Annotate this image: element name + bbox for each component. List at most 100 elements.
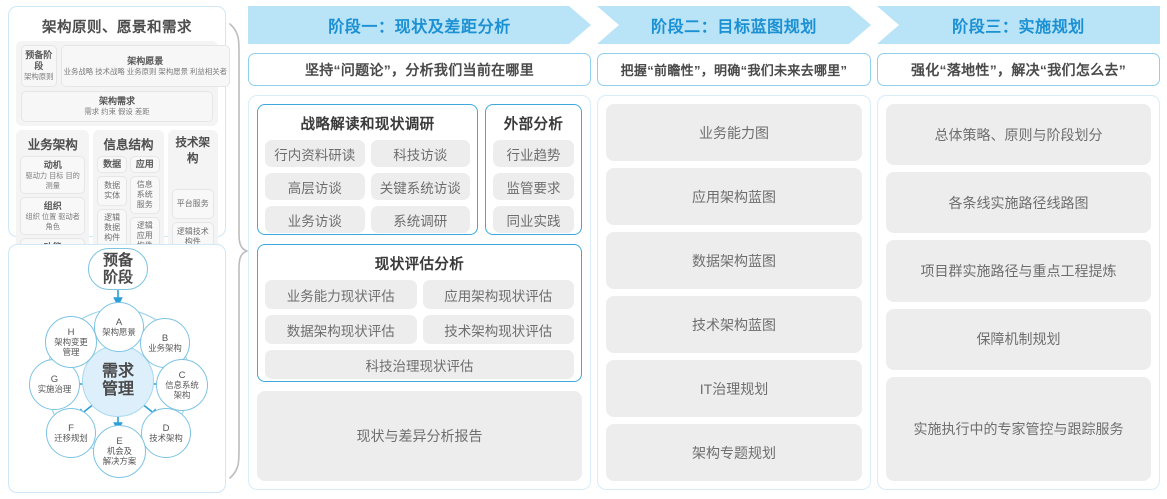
adm-node-f-letter: F <box>68 422 74 434</box>
business-organization-head: 组织 <box>43 201 62 211</box>
framework-title: 架构原则、愿景和需求 <box>42 20 192 36</box>
chip-internal-material-study[interactable]: 行内资料研读 <box>265 140 365 167</box>
data-head-label: 数据 <box>103 159 122 169</box>
item-it-governance-plan[interactable]: IT治理规划 <box>606 360 862 417</box>
chip-business-interview[interactable]: 业务访谈 <box>265 206 365 233</box>
platform-service-box: 平台服务 <box>171 189 214 219</box>
phase-2-banner: 阶段二：目标蓝图规划 <box>597 6 871 44</box>
chip-executive-interview[interactable]: 高层访谈 <box>265 173 365 200</box>
phase-3-body: 总体策略、原则与阶段划分 各条线实施路径线路图 项目群实施路径与重点工程提炼 保… <box>877 95 1160 490</box>
adm-cycle: 预备 阶段 需求 管理 A 架构愿景 B 业务架构 C 信息系统架构 <box>9 245 227 494</box>
adm-node-a-letter: A <box>115 316 123 328</box>
external-analysis-title: 外部分析 <box>503 117 564 133</box>
framework-vision-section: 预备阶段 架构原则 架构愿景 业务战略 技术战略 业务原则 架构愿景 利益相关者… <box>16 41 230 126</box>
adm-node-h-letter: H <box>67 326 75 338</box>
adm-center-requirements-management: 需求 管理 <box>82 345 154 417</box>
item-business-capability-map[interactable]: 业务能力图 <box>606 104 862 161</box>
togaf-content-framework-panel: 架构原则、愿景和需求 预备阶段 架构原则 架构愿景 业务战略 技术战略 业务原则… <box>8 6 230 352</box>
phases-container: 阶段一：现状及差距分析 坚持“问题论”，分析我们当前在哪里 战略解读和现状调研 … <box>248 6 1160 493</box>
domain-business-title: 业务架构 <box>27 138 78 152</box>
adm-node-a: A 架构愿景 <box>94 302 144 352</box>
strategy-research-card-wrap: 战略解读和现状调研 行内资料研读 科技访谈 高层访谈 关键系统访谈 业务访谈 系… <box>257 104 478 235</box>
chip-application-arch-assessment[interactable]: 应用架构现状评估 <box>422 280 574 309</box>
current-state-assessment-card: 现状评估分析 业务能力现状评估 应用架构现状评估 数据架构现状评估 技术架构现状… <box>257 244 582 382</box>
business-motivation-box: 动机 驱动力 目标 目的 测量 <box>20 156 86 194</box>
business-motivation-sub: 驱动力 目标 目的 测量 <box>25 171 80 190</box>
adm-node-f-label: 迁移规划 <box>54 432 88 443</box>
data-entity-box: 数据实体 <box>97 176 127 206</box>
left-column: 架构原则、愿景和需求 预备阶段 架构原则 架构愿景 业务战略 技术战略 业务原则… <box>8 6 230 493</box>
data-head-box: 数据 <box>97 156 127 173</box>
phase-1-banner: 阶段一：现状及差距分析 <box>248 6 591 44</box>
adm-node-e-label: 机会及解决方案 <box>102 446 137 466</box>
chip-data-arch-assessment[interactable]: 数据架构现状评估 <box>265 315 417 344</box>
item-application-arch-blueprint[interactable]: 应用架构蓝图 <box>606 168 862 225</box>
domain-technology-title: 技术架构 <box>175 137 211 165</box>
brace-connector <box>229 23 248 479</box>
architecture-vision-cell: 架构愿景 业务战略 技术战略 业务原则 架构愿景 利益相关者 <box>60 45 230 87</box>
domain-information-title: 信息结构 <box>103 138 154 152</box>
adm-node-h-label: 架构变更管理 <box>54 336 88 357</box>
chip-key-system-interview[interactable]: 关键系统访谈 <box>370 173 470 200</box>
strategy-research-chips: 行内资料研读 科技访谈 高层访谈 关键系统访谈 业务访谈 系统调研 <box>265 140 470 233</box>
chip-it-governance-assessment[interactable]: 科技治理现状评估 <box>265 350 574 379</box>
adm-node-g-letter: G <box>50 374 59 386</box>
external-analysis-chips: 行业趋势 监管要求 同业实践 <box>493 140 574 233</box>
architecture-requirements-head: 架构需求 <box>98 96 135 106</box>
business-organization-box: 组织 组织 位置 驱动者 角色 <box>20 197 86 235</box>
adm-node-b-label: 业务架构 <box>148 342 182 353</box>
business-motivation-head: 动机 <box>43 160 62 170</box>
adm-cycle-panel: 预备 阶段 需求 管理 A 架构愿景 B 业务架构 C 信息系统架构 <box>8 244 226 493</box>
phase-1-body: 战略解读和现状调研 行内资料研读 科技访谈 高层访谈 关键系统访谈 业务访谈 系… <box>248 95 591 490</box>
strategy-research-title: 战略解读和现状调研 <box>300 117 435 133</box>
phase-1-top-row: 战略解读和现状调研 行内资料研读 科技访谈 高层访谈 关键系统访谈 业务访谈 系… <box>257 104 582 235</box>
business-organization-sub: 组织 位置 驱动者 角色 <box>25 212 80 231</box>
chip-tech-interview[interactable]: 科技访谈 <box>370 140 470 167</box>
adm-node-prep-l2: 阶段 <box>102 269 133 286</box>
item-tech-arch-blueprint[interactable]: 技术架构蓝图 <box>606 296 862 353</box>
architecture-requirements-cell: 架构需求 需求 约束 假设 差距 <box>21 91 213 122</box>
adm-node-d-label: 技术架构 <box>149 432 183 443</box>
chip-business-capability-assessment[interactable]: 业务能力现状评估 <box>265 280 417 309</box>
chip-system-research[interactable]: 系统调研 <box>370 206 470 233</box>
phase-2-subtitle: 把握“前瞻性”，明确“我们未来去哪里” <box>597 53 871 86</box>
item-program-path[interactable]: 项目群实施路径与重点工程提炼 <box>886 240 1151 302</box>
external-analysis-card: 外部分析 行业趋势 监管要求 同业实践 <box>485 104 582 235</box>
item-assurance-mechanism[interactable]: 保障机制规划 <box>886 308 1151 370</box>
chip-regulatory-requirement[interactable]: 监管要求 <box>493 173 574 200</box>
phase-1-subtitle: 坚持“问题论”，分析我们当前在哪里 <box>248 53 591 86</box>
strategy-research-card: 战略解读和现状调研 行内资料研读 科技访谈 高层访谈 关键系统访谈 业务访谈 系… <box>257 104 478 235</box>
external-analysis-card-wrap: 外部分析 行业趋势 监管要求 同业实践 <box>485 104 582 235</box>
current-state-assessment-title: 现状评估分析 <box>374 257 465 273</box>
item-expert-control-tracking[interactable]: 实施执行中的专家管控与跟踪服务 <box>886 376 1151 482</box>
phase-2: 阶段二：目标蓝图规划 把握“前瞻性”，明确“我们未来去哪里” 业务能力图 应用架… <box>597 6 871 493</box>
chip-industry-trend[interactable]: 行业趋势 <box>493 140 574 167</box>
adm-node-f: F 迁移规划 <box>46 408 96 458</box>
adm-node-h: H 架构变更管理 <box>45 316 97 368</box>
adm-node-c-letter: C <box>178 369 186 381</box>
adm-node-c-label: 信息系统架构 <box>165 379 199 400</box>
logical-data-component-box: 逻辑数据构件 <box>97 209 127 247</box>
phase-2-body: 业务能力图 应用架构蓝图 数据架构蓝图 技术架构蓝图 IT治理规划 架构专题规划 <box>597 95 871 490</box>
item-line-roadmap[interactable]: 各条线实施路径线路图 <box>886 172 1151 234</box>
prep-phase-head: 预备阶段 <box>25 50 53 71</box>
gap-analysis-report[interactable]: 现状与差异分析报告 <box>257 391 582 481</box>
item-arch-topic-plan[interactable]: 架构专题规划 <box>606 424 862 481</box>
adm-node-e: E 机会及解决方案 <box>93 425 146 478</box>
current-state-assessment-chips: 业务能力现状评估 应用架构现状评估 数据架构现状评估 技术架构现状评估 <box>265 280 574 344</box>
application-head-box: 应用 <box>129 156 160 173</box>
adm-node-prep: 预备 阶段 <box>88 248 148 290</box>
architecture-requirements-sub: 需求 约束 假设 差距 <box>84 107 150 116</box>
phase-3-banner: 阶段三：实施规划 <box>877 6 1160 44</box>
adm-node-g-label: 实施治理 <box>37 384 72 395</box>
adm-node-e-letter: E <box>116 436 123 448</box>
item-data-arch-blueprint[interactable]: 数据架构蓝图 <box>606 232 862 289</box>
adm-center-l2: 管理 <box>101 381 134 398</box>
architecture-vision-sub: 业务战略 技术战略 业务原则 架构愿景 利益相关者 <box>63 66 227 76</box>
chip-peer-practice[interactable]: 同业实践 <box>493 206 574 233</box>
prep-phase-sub: 架构原则 <box>24 72 54 81</box>
chip-tech-arch-assessment[interactable]: 技术架构现状评估 <box>422 315 574 344</box>
phase-3-subtitle: 强化“落地性”，解决“我们怎么去” <box>877 53 1160 86</box>
item-overall-strategy[interactable]: 总体策略、原则与阶段划分 <box>886 104 1151 166</box>
